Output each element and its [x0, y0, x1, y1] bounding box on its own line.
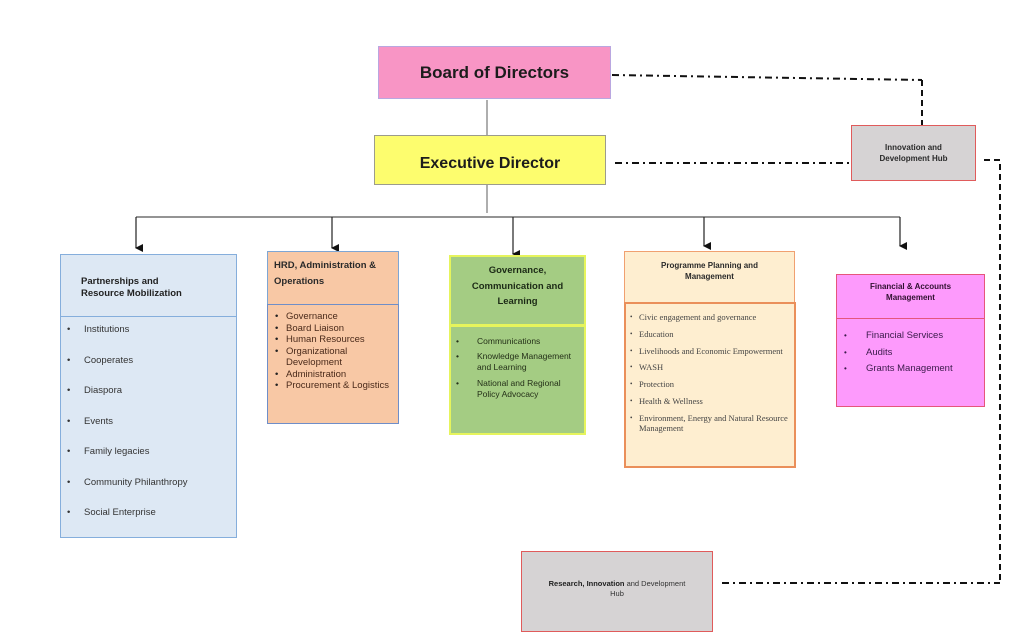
financial-header: Financial & Accounts Management	[836, 274, 985, 319]
executive-label: Executive Director	[419, 155, 561, 172]
list-item: Institutions	[67, 323, 236, 354]
list-item: Cooperates	[67, 354, 236, 385]
list-item: Procurement & Logistics	[274, 380, 394, 392]
financial-title-line2: Management	[886, 293, 935, 302]
list-item: Family legacies	[67, 445, 236, 476]
list-item: Social Enterprise	[67, 506, 236, 537]
governance-list-box: Communications Knowledge Management and …	[449, 325, 586, 435]
list-item: Protection	[630, 379, 790, 390]
board-label: Board of Directors	[419, 62, 570, 82]
partnerships-list-box: Institutions Cooperates Diaspora Events …	[60, 316, 237, 538]
board-hub-dashed-link	[611, 74, 923, 81]
innovation-hub-label-line1: Innovation and	[885, 143, 942, 152]
financial-list-box: Financial Services Audits Grants Managem…	[836, 318, 985, 407]
list-item: Communications	[451, 336, 582, 347]
programme-list-box: Civic engagement and governance Educatio…	[624, 302, 796, 468]
list-item: Governance	[274, 311, 394, 323]
innovation-hub-label-line2: Development Hub	[879, 154, 948, 163]
list-item: Grants Management	[837, 361, 980, 378]
programme-list: Civic engagement and governance Educatio…	[630, 312, 790, 434]
partnerships-title-line1: Partnerships and	[81, 276, 159, 287]
list-item: Knowledge Management and Learning	[451, 351, 582, 373]
list-item: National and Regional Policy Advocacy	[451, 378, 582, 400]
list-item: Financial Services	[837, 328, 980, 345]
financial-title-line1: Financial & Accounts	[869, 282, 952, 291]
governance-title-line1: Governance,	[488, 265, 547, 276]
research-hub-label-rest: and Development	[624, 578, 686, 588]
innovation-hub-box: Innovation and Development Hub	[851, 125, 976, 181]
programme-title-line2: Management	[685, 272, 734, 281]
research-hub-label-line2: Hub	[610, 588, 624, 598]
list-item: WASH	[630, 362, 790, 373]
list-item: Civic engagement and governance	[630, 312, 790, 323]
list-item: Health & Wellness	[630, 396, 790, 407]
financial-list: Financial Services Audits Grants Managem…	[837, 328, 980, 378]
list-item: Education	[630, 329, 790, 340]
governance-list: Communications Knowledge Management and …	[451, 336, 582, 400]
list-item: Board Liaison	[274, 323, 394, 335]
programme-header: Programme Planning and Management	[624, 251, 795, 303]
governance-title-line3: Learning	[497, 296, 538, 307]
hrd-list-box: Governance Board Liaison Human Resources…	[267, 304, 399, 424]
hrd-list: Governance Board Liaison Human Resources…	[274, 311, 394, 392]
governance-title-line2: Communication and	[471, 280, 564, 292]
list-item: Community Philanthropy	[67, 476, 236, 507]
governance-header: Governance, Communication and Learning	[449, 255, 586, 326]
list-item: Diaspora	[67, 384, 236, 415]
list-item: Organizational Development	[274, 346, 394, 369]
list-item: Administration	[274, 369, 394, 381]
partnerships-list: Institutions Cooperates Diaspora Events …	[67, 323, 236, 537]
board-of-directors-box: Board of Directors	[378, 46, 611, 99]
hub-right-vertical-dash	[984, 159, 1001, 583]
hrd-title-line1: HRD, Administration &	[274, 260, 377, 271]
research-hub-box: Research, Innovation and Development Hub	[521, 551, 713, 632]
programme-title-line1: Programme Planning and	[661, 261, 758, 270]
research-hub-label-bold: Research, Innovation	[548, 578, 625, 588]
partnerships-header: Partnerships and Resource Mobilization	[60, 254, 237, 317]
partnerships-title-line2: Resource Mobilization	[81, 288, 182, 299]
hrd-header: HRD, Administration & Operations	[267, 251, 399, 305]
list-item: Audits	[837, 345, 980, 362]
executive-director-box: Executive Director	[374, 135, 606, 185]
list-item: Environment, Energy and Natural Resource…	[630, 413, 790, 434]
list-item: Events	[67, 415, 236, 446]
hrd-title-line2: Operations	[274, 276, 325, 287]
list-item: Livelihoods and Economic Empowerment	[630, 346, 790, 357]
list-item: Human Resources	[274, 334, 394, 346]
